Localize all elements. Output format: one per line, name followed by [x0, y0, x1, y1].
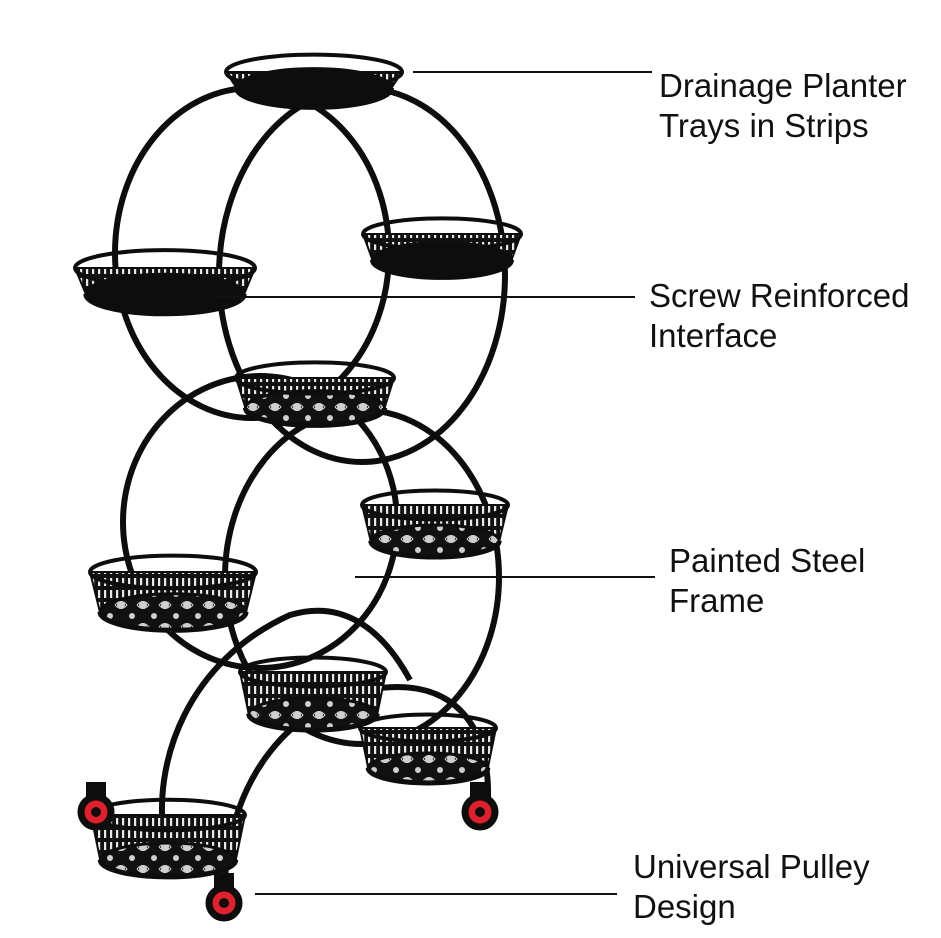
callout-pulley-design-line1: Universal Pulley [633, 848, 870, 885]
tray-bottom-edge [365, 767, 491, 786]
tray-rim [88, 553, 258, 591]
callout-drainage-trays-line1: Drainage Planter [659, 67, 907, 104]
caster-hub [475, 807, 485, 817]
planter-tray-6 [88, 553, 258, 633]
tray-bottom-edge [97, 611, 249, 633]
tray-rim [234, 360, 396, 396]
callout-screw-interface-line1: Screw Reinforced [649, 277, 910, 314]
caster-wheels [77, 782, 499, 922]
callout-leader-lines [215, 71, 655, 895]
callout-screw-interface: Screw Reinforced Interface [649, 276, 909, 356]
planter-tray-4 [234, 360, 396, 428]
callout-steel-frame-line2: Frame [669, 582, 765, 619]
tray-rim [73, 248, 257, 288]
tray-rim [238, 655, 388, 689]
tray-bottom-edge [234, 87, 394, 110]
caster-hub [91, 807, 101, 817]
tray-bottom-edge [369, 259, 515, 280]
tray-rim [224, 52, 404, 92]
planter-trays [73, 52, 523, 880]
caster-hub [219, 898, 229, 908]
tray-bottom-edge [242, 407, 388, 428]
caster-wheel-1 [461, 782, 499, 831]
callout-pulley-design: Universal Pulley Design [633, 847, 870, 927]
callout-steel-frame: Painted Steel Frame [669, 541, 865, 621]
caster-wheel-2 [205, 873, 243, 922]
caster-wheel-3 [77, 782, 115, 831]
callout-screw-interface-line2: Interface [649, 317, 778, 354]
frame-lower-arc-left [159, 607, 413, 846]
planter-tray-7 [238, 655, 388, 733]
callout-drainage-trays: Drainage Planter Trays in Strips [659, 66, 907, 146]
callout-drainage-trays-line2: Trays in Strips [659, 107, 869, 144]
planter-tray-3 [73, 248, 257, 317]
planter-tray-8 [358, 712, 498, 786]
callout-steel-frame-line1: Painted Steel [669, 542, 866, 579]
planter-tray-5 [360, 488, 510, 560]
tray-bottom-edge [368, 540, 502, 560]
callout-pulley-design-line2: Design [633, 888, 736, 925]
tray-bottom-edge [83, 293, 247, 317]
planter-tray-2 [361, 216, 523, 280]
planter-tray-1 [224, 52, 404, 110]
tray-rim [361, 216, 523, 252]
planter-tray-9 [89, 797, 247, 880]
tray-rim [358, 712, 498, 744]
tray-bottom-edge [97, 859, 239, 880]
tray-rim [360, 488, 510, 522]
